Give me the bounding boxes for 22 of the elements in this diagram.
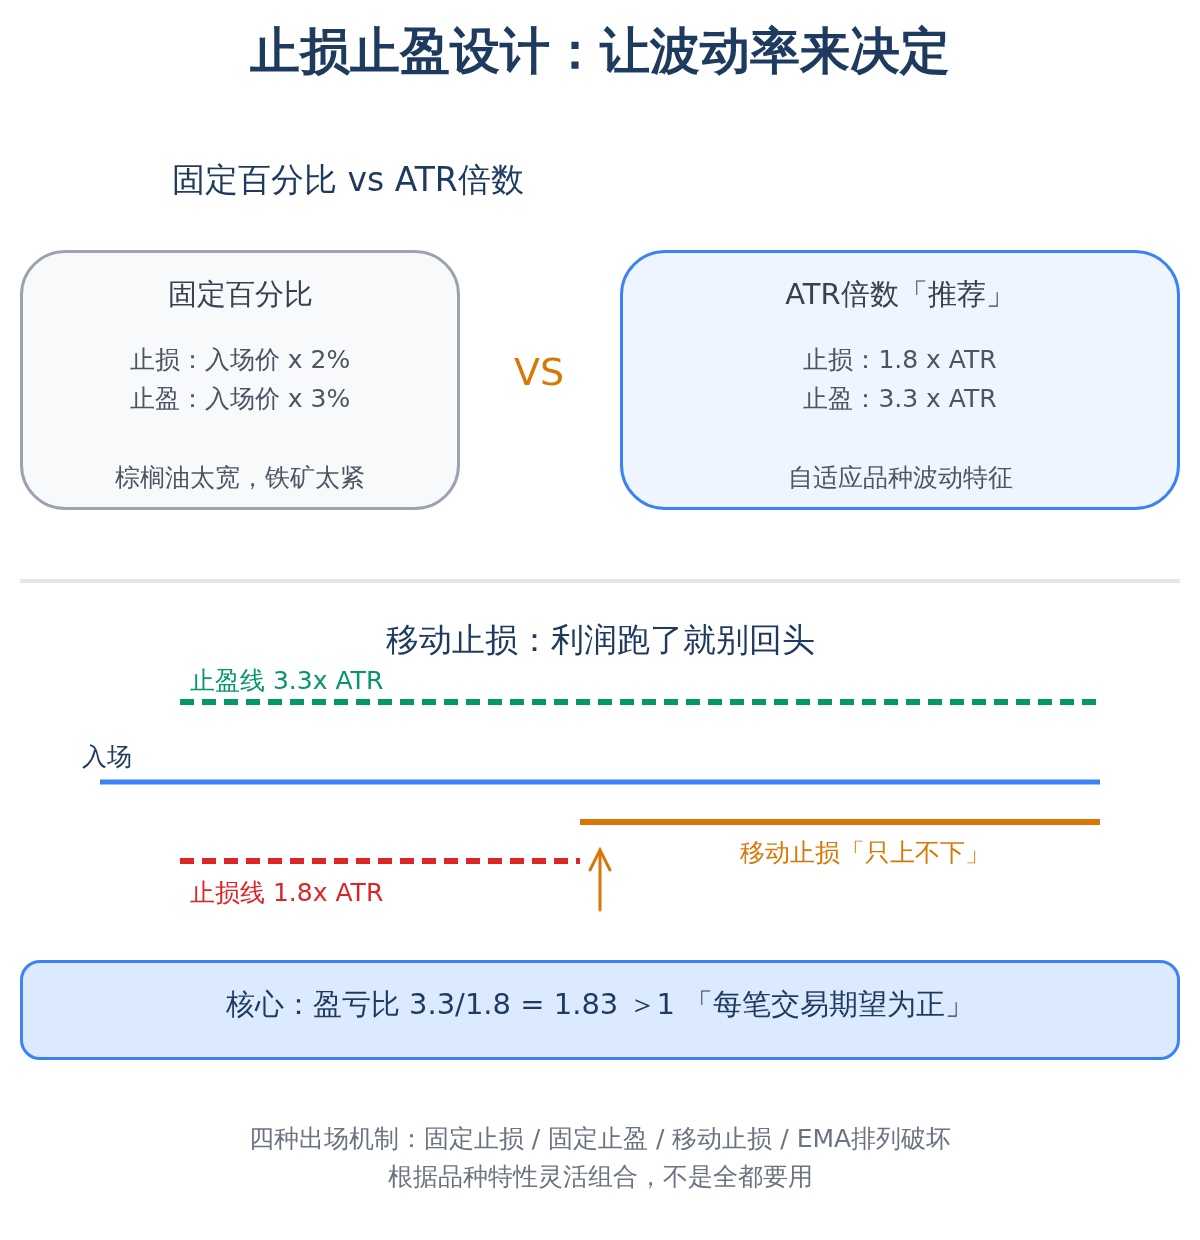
line-label: 止盈线 3.3x ATR [190,665,384,697]
vs-text: VS [514,350,565,394]
footnote: 根据品种特性灵活组合，不是全都要用 [386,1161,814,1193]
rule-text: 止损：1.8 x ATR [802,344,998,376]
summary-text: 核心：盈亏比 3.3/1.8 = 1.83 ＞1 「每笔交易期望为正」 [224,986,976,1023]
recommended-card [620,250,1180,510]
summary-box [20,960,1180,1060]
card-heading: 固定百分比 [166,276,314,313]
line-label: 移动止损「只上不下」 [740,837,990,869]
card-heading: ATR倍数「推荐」 [784,276,1016,313]
rule-text: 止损：入场价 x 2% [128,344,352,376]
card-note: 自适应品种波动特征 [786,462,1014,494]
comparison-card [20,250,460,510]
line-label: 止损线 1.8x ATR [190,877,384,909]
subtitle: 固定百分比 vs ATR倍数 [172,159,524,201]
line-label: 入场 [82,741,132,773]
rule-text: 止盈：3.3 x ATR [802,383,998,415]
card-note: 棕榈油太宽，铁矿太紧 [114,462,366,494]
rule-text: 止盈：入场价 x 3% [128,383,352,415]
section-title: 移动止损：利润跑了就别回头 [384,619,816,661]
footnote: 四种出场机制：固定止损 / 固定止盈 / 移动止损 / EMA排列破坏 [247,1123,953,1155]
title: 止损止盈设计：让波动率来决定 [249,21,951,82]
